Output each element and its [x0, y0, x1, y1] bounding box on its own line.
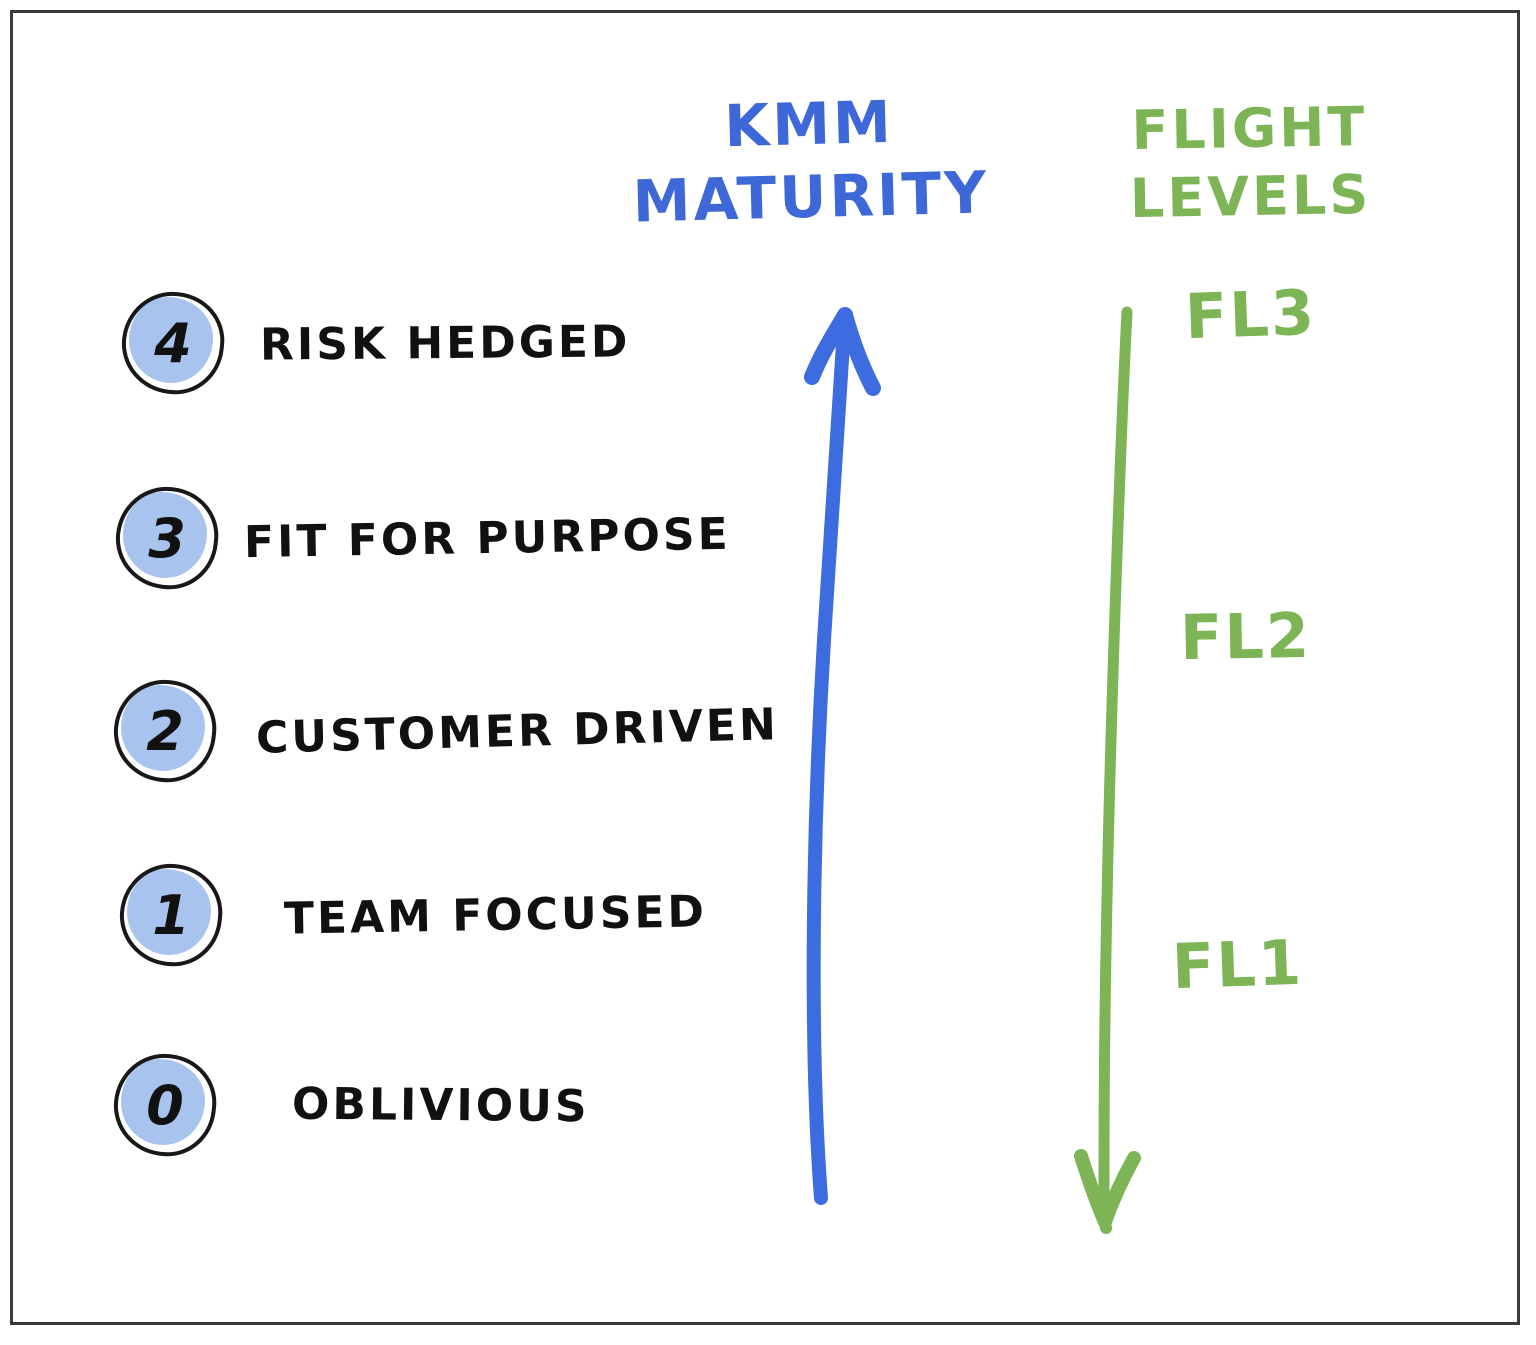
- maturity-level-badge-3: 3: [110, 481, 224, 595]
- flight-levels-axis-title-line1: FLIGHT: [1130, 94, 1368, 163]
- maturity-level-row-0: 0 OBLIVIOUS: [108, 1048, 590, 1162]
- maturity-level-label: CUSTOMER DRIVEN: [255, 698, 780, 764]
- flight-levels-axis-title-line2: LEVELS: [1129, 162, 1372, 230]
- maturity-level-label: OBLIVIOUS: [291, 1078, 590, 1132]
- kmm-axis-title: KMM MATURITY: [608, 83, 1012, 238]
- badge-fill: [129, 297, 213, 383]
- maturity-level-label: TEAM FOCUSED: [283, 885, 708, 945]
- maturity-level-row-1: 1 TEAM FOCUSED: [114, 858, 708, 972]
- maturity-level-row-4: 4 RISK HEDGED: [116, 286, 631, 400]
- flight-level-fl1-label: FL1: [1170, 925, 1305, 1004]
- badge-fill: [127, 869, 211, 955]
- maturity-level-badge-1: 1: [114, 858, 228, 972]
- badge-fill: [123, 492, 207, 578]
- kmm-maturity-up-arrow: [804, 307, 881, 1205]
- flight-levels-down-arrow: [1074, 306, 1141, 1234]
- maturity-level-badge-0: 0: [108, 1048, 222, 1162]
- maturity-level-number: 3: [148, 506, 186, 570]
- maturity-level-row-2: 2 CUSTOMER DRIVEN: [108, 674, 780, 788]
- maturity-level-number: 2: [146, 699, 184, 763]
- flight-levels-axis-title: FLIGHT LEVELS: [1094, 92, 1406, 232]
- maturity-level-label: RISK HEDGED: [259, 315, 631, 371]
- kmm-axis-title-line1: KMM: [723, 87, 895, 161]
- kmm-axis-title-line2: MATURITY: [631, 157, 991, 236]
- maturity-level-badge-2: 2: [108, 674, 222, 788]
- maturity-level-number: 1: [152, 883, 190, 947]
- maturity-level-badge-4: 4: [116, 286, 230, 400]
- maturity-level-number: 0: [146, 1073, 184, 1137]
- flight-level-fl2-label: FL2: [1179, 598, 1312, 675]
- badge-fill: [121, 685, 205, 771]
- maturity-level-label: FIT FOR PURPOSE: [243, 508, 732, 568]
- maturity-level-row-3: 3 FIT FOR PURPOSE: [110, 481, 732, 595]
- maturity-level-number: 4: [154, 311, 192, 375]
- badge-fill: [121, 1059, 205, 1145]
- flight-level-fl3-label: FL3: [1183, 275, 1318, 354]
